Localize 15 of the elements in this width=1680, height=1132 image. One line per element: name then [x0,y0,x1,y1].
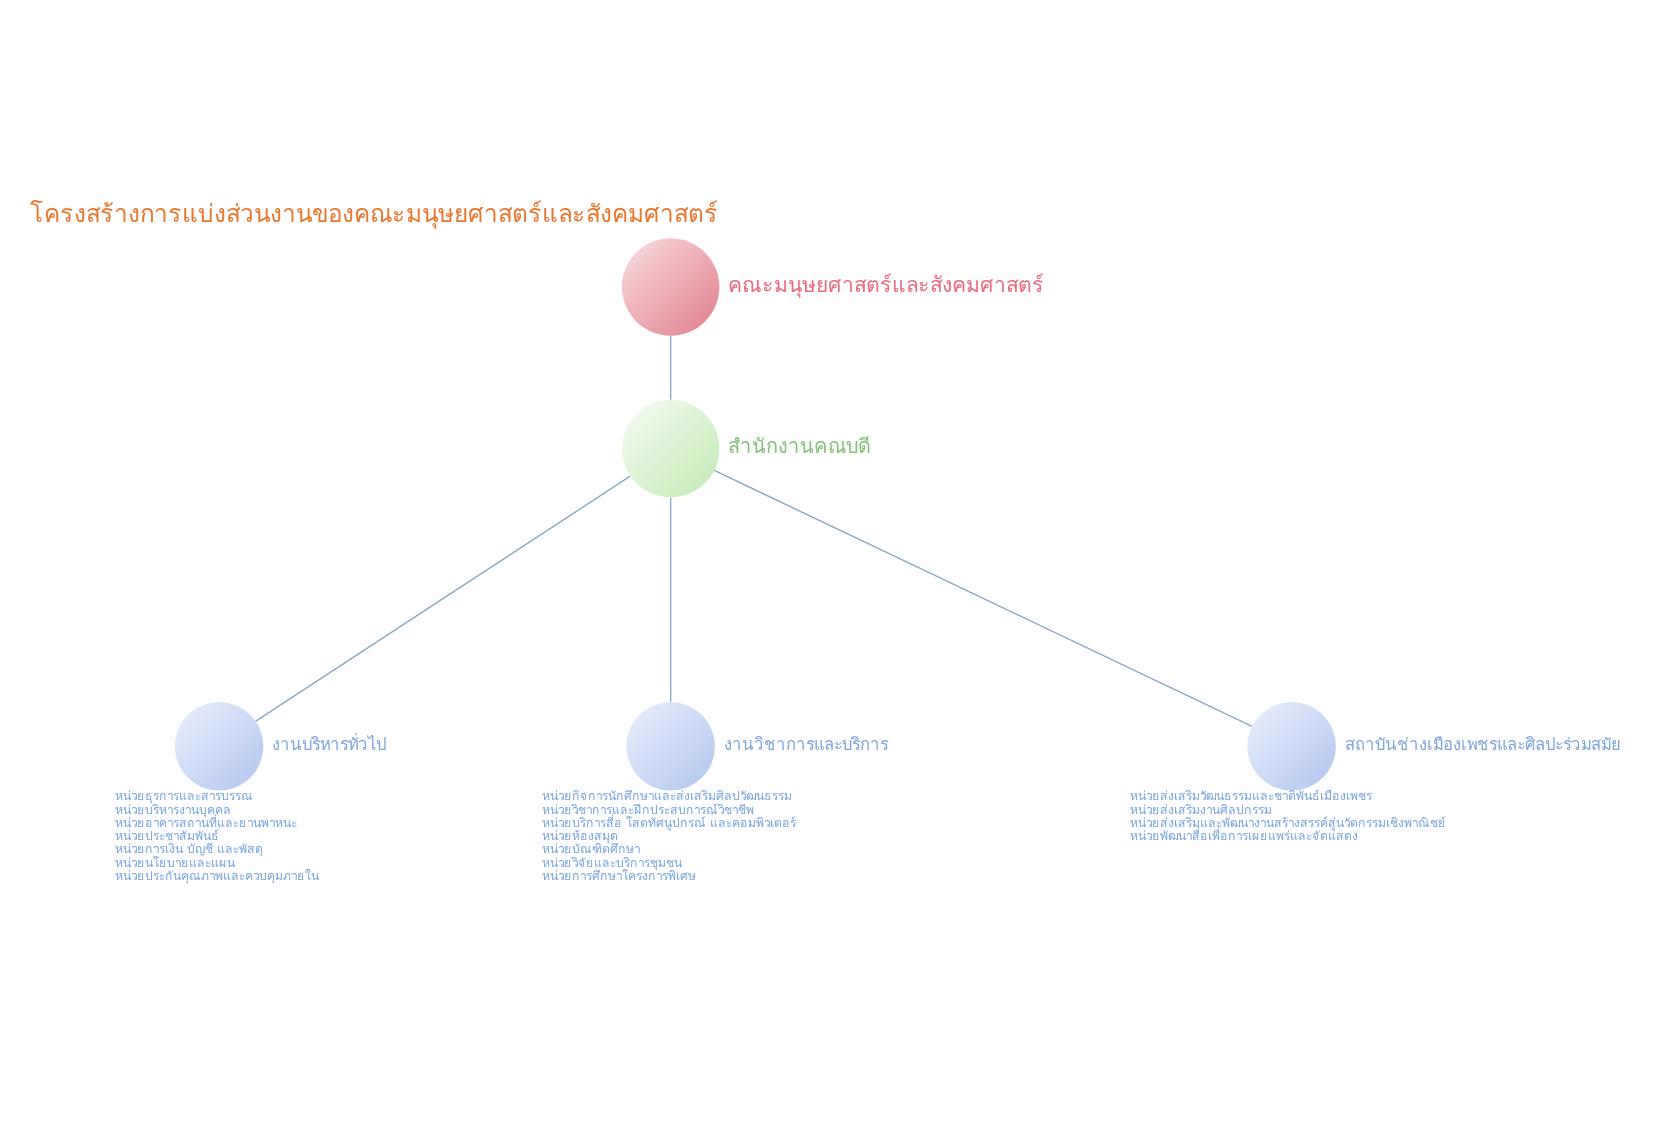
node-label: คณะมนุษยศาสตร์และสังคมศาสตร์ [728,273,1045,298]
connector [669,495,672,702]
node-label: งานบริหารทั่วไป [272,733,387,754]
node-label: งานวิชาการและบริการ [723,733,888,754]
diagram-title: โครงสร้างการแบ่งส่วนงานของคณะมนุษยศาสตร์และสังคมศาสตร์ [30,199,719,228]
connector [713,468,1253,727]
node-label: สถาบันช่างเมืองเพชรและศิลปะร่วมสมัย [1344,733,1621,754]
node-label: สำนักงานคณบดี [728,436,871,459]
node-circle [626,701,715,790]
node-circle [1247,701,1336,790]
node-circle [621,398,720,497]
connector [255,474,631,721]
connector [669,334,672,400]
node-circle [174,701,264,790]
node-circle [621,237,720,335]
